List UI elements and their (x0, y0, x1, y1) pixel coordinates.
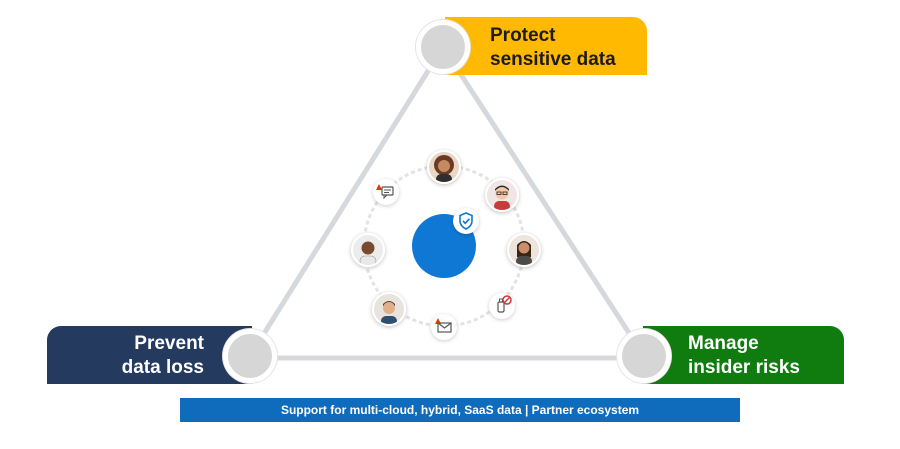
manage-line1: Manage (688, 333, 759, 354)
vertex-node-left (223, 329, 277, 383)
vertex-node-right (617, 329, 671, 383)
vertex-node-top (416, 20, 470, 74)
manage-insider-risks-label: Manage insider risks (643, 326, 844, 384)
protect-sensitive-data-label: Protect sensitive data (445, 17, 647, 75)
avatar-man-long-hair (507, 233, 541, 267)
prevent-line2: data loss (121, 357, 204, 378)
manage-line2: insider risks (688, 357, 800, 378)
prevent-line1: Prevent (134, 333, 204, 354)
footer-support-bar: Support for multi-cloud, hybrid, SaaS da… (180, 398, 740, 422)
prevent-data-loss-label: Prevent data loss (47, 326, 252, 384)
email-warning-icon (431, 314, 457, 340)
protect-line2: sensitive data (490, 49, 616, 70)
triangle-edge-right (440, 45, 647, 358)
avatar-man-bald (351, 233, 385, 267)
triangle-edge-left (247, 45, 446, 358)
shield-check-icon (453, 208, 479, 234)
avatar-man-smiling (372, 292, 406, 326)
avatar-woman-curly-hair (427, 150, 461, 184)
usb-drive-blocked-icon (489, 293, 515, 319)
chat-warning-icon (373, 179, 399, 205)
avatar-man-glasses (485, 178, 519, 212)
protect-line1: Protect (490, 25, 556, 46)
